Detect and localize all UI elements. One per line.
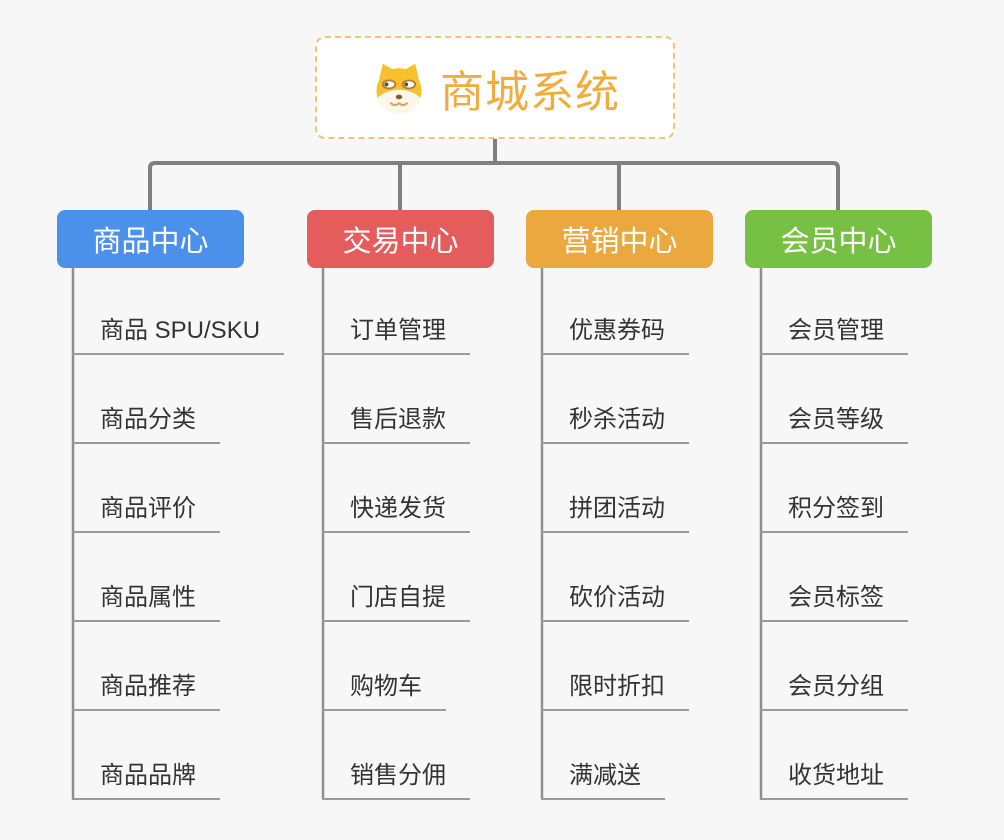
leaf-topic[interactable]: 满减送 <box>541 761 665 800</box>
leaf-topic[interactable]: 会员管理 <box>760 316 908 355</box>
leaf-topic[interactable]: 秒杀活动 <box>541 405 689 444</box>
branch-label: 营销中心 <box>561 226 678 258</box>
dog-face-icon <box>370 61 428 115</box>
leaf-topic[interactable]: 会员分组 <box>760 672 908 711</box>
leaf-topic[interactable]: 商品推荐 <box>72 672 220 711</box>
branch-label: 会员中心 <box>780 226 897 258</box>
leaf-topic[interactable]: 会员标签 <box>760 583 908 622</box>
leaf-topic[interactable]: 商品 SPU/SKU <box>72 316 285 355</box>
leaf-topic[interactable]: 商品属性 <box>72 583 220 622</box>
leaf-topic[interactable]: 限时折扣 <box>541 672 689 711</box>
leaf-topic[interactable]: 商品评价 <box>72 494 220 533</box>
leaf-topic[interactable]: 订单管理 <box>322 316 470 355</box>
root-topic[interactable]: 商城系统 <box>315 36 675 139</box>
leaf-topic[interactable]: 销售分佣 <box>322 761 470 800</box>
leaf-topic[interactable]: 门店自提 <box>322 583 470 622</box>
leaf-topic[interactable]: 积分签到 <box>760 494 908 533</box>
leaf-topic[interactable]: 会员等级 <box>760 405 908 444</box>
leaf-topic[interactable]: 售后退款 <box>322 405 470 444</box>
leaf-topic[interactable]: 购物车 <box>322 672 446 711</box>
branch-node-trade-center[interactable]: 交易中心 <box>307 210 494 268</box>
branch-label: 商品中心 <box>92 226 209 258</box>
leaf-topic[interactable]: 拼团活动 <box>541 494 689 533</box>
leaf-topic[interactable]: 商品品牌 <box>72 761 220 800</box>
branch-node-marketing-center[interactable]: 营销中心 <box>526 210 713 268</box>
leaf-topic[interactable]: 优惠券码 <box>541 316 689 355</box>
leaf-topic[interactable]: 收货地址 <box>760 761 908 800</box>
leaf-topic[interactable]: 砍价活动 <box>541 583 689 622</box>
branch-node-member-center[interactable]: 会员中心 <box>745 210 932 268</box>
branch-node-product-center[interactable]: 商品中心 <box>57 210 244 268</box>
leaf-topic[interactable]: 商品分类 <box>72 405 220 444</box>
branch-label: 交易中心 <box>342 226 459 258</box>
root-topic-label: 商城系统 <box>440 67 620 117</box>
leaf-topic[interactable]: 快递发货 <box>322 494 470 533</box>
